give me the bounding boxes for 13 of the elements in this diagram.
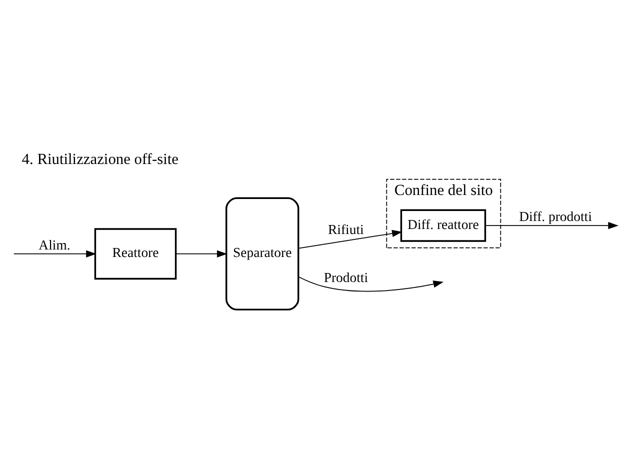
- arrow: [13, 250, 96, 257]
- arrow: [298, 276, 444, 292]
- arrow: [484, 221, 618, 229]
- node-box: Diff. reattore: [400, 208, 486, 242]
- diagram-title: 4. Riutilizzazione off-site: [22, 150, 179, 168]
- edge-label: Alim.: [38, 236, 70, 252]
- arrow: [176, 250, 228, 257]
- edge-label: Prodotti: [324, 269, 368, 284]
- node-box: Reattore: [94, 228, 177, 280]
- edge-label: Diff. prodotti: [519, 208, 592, 224]
- node-box: Separatore: [226, 196, 300, 310]
- edge-label: Rifiuti: [328, 221, 364, 236]
- arrow: [298, 229, 402, 248]
